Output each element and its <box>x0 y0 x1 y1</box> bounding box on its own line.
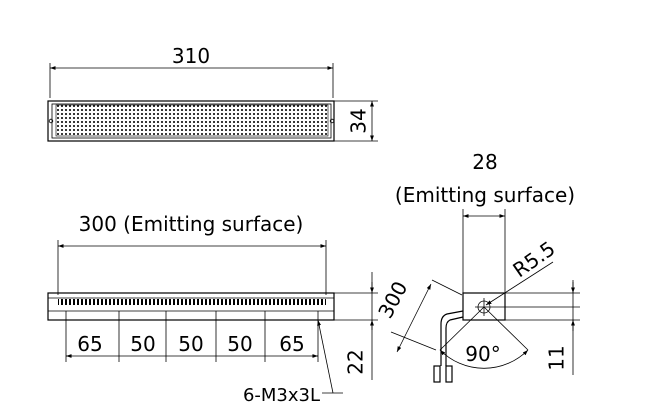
front-housing <box>47 292 335 321</box>
cable-length-label: 300 <box>373 277 412 322</box>
mount-hole-left <box>48 118 54 124</box>
cable-length-dimension-line <box>396 283 432 353</box>
side-height-label: 22 <box>344 349 368 374</box>
screw-leader <box>317 319 334 394</box>
led-array <box>55 104 329 137</box>
emitting-width-label: 28 <box>472 150 497 174</box>
spacing-2: 50 <box>130 332 155 356</box>
mount-hole-right <box>329 118 335 124</box>
angle-arc <box>439 349 529 369</box>
spacing-4: 50 <box>227 332 252 356</box>
top-length-label: 310 <box>172 44 210 68</box>
side-view: 28 (Emitting surface) R5.5 11 300 <box>373 150 580 383</box>
emitting-length-label: 300 (Emitting surface) <box>79 212 304 236</box>
led-row <box>58 299 326 305</box>
spacing-3: 50 <box>178 332 203 356</box>
connector-left <box>433 365 441 383</box>
emitting-surface-label: (Emitting surface) <box>395 183 575 207</box>
radius-label: R5.5 <box>508 236 559 282</box>
top-view: 310 34 <box>47 44 378 142</box>
angle-label: 90° <box>465 342 500 366</box>
cable <box>440 310 464 366</box>
connector-right <box>445 365 453 383</box>
radius-leader <box>485 261 554 306</box>
spacing-1: 65 <box>77 332 102 356</box>
top-height-label: 34 <box>347 108 371 133</box>
screw-callout: 6-M3x3L <box>243 385 320 406</box>
side-11-label: 11 <box>545 345 569 370</box>
side-body <box>462 292 506 321</box>
spacing-5: 65 <box>279 332 304 356</box>
front-view: 300 (Emitting surface) 65 50 50 50 65 22 <box>47 212 378 406</box>
